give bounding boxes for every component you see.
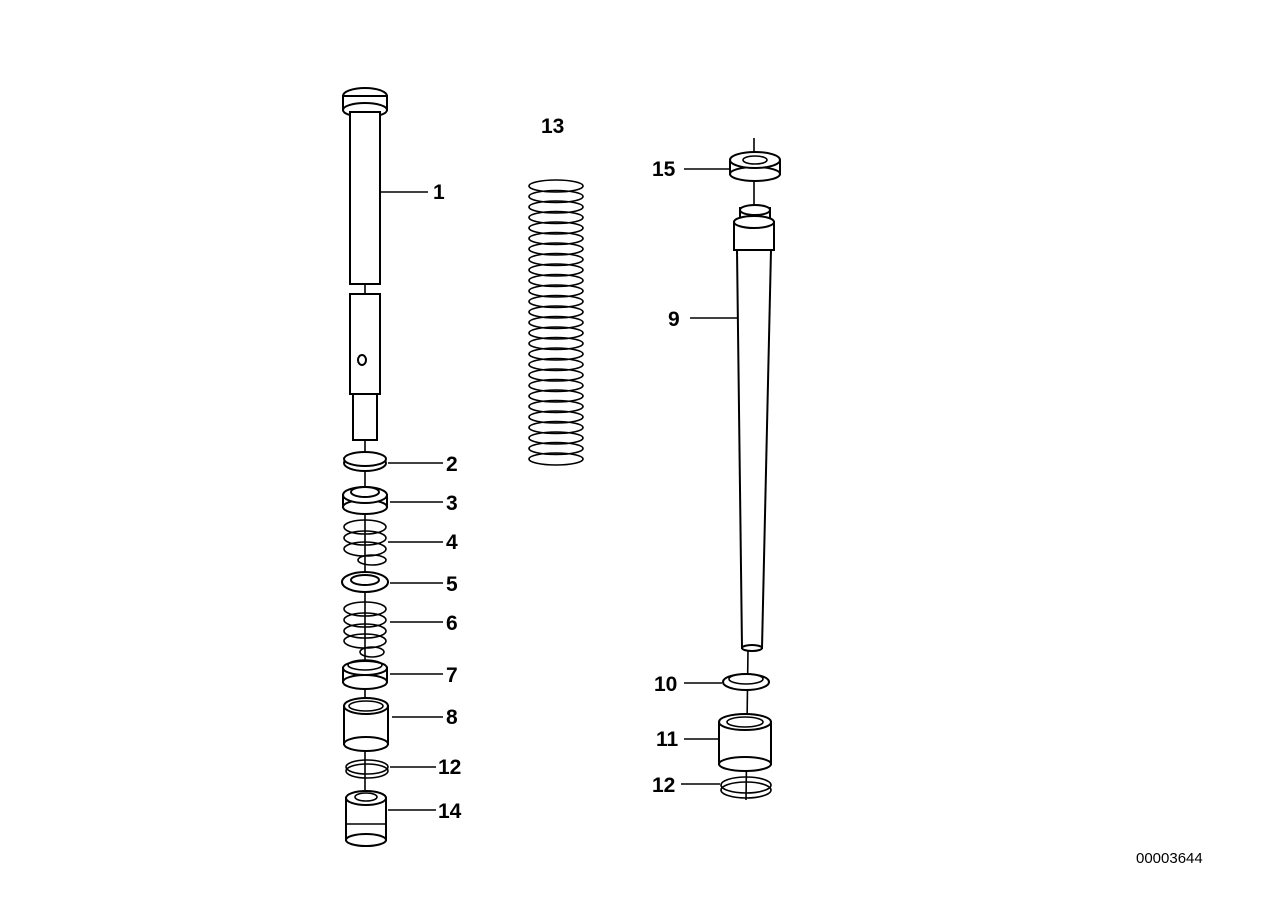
part-14-damper <box>345 790 387 847</box>
callout-6: 6 <box>446 612 458 635</box>
spring-coil <box>528 284 584 298</box>
spring-coil <box>528 441 584 456</box>
spring-coil <box>528 294 584 309</box>
callout-15: 15 <box>652 158 676 181</box>
spring-coil <box>528 252 584 267</box>
part-2-ring <box>343 451 387 472</box>
diagram-code: 00003644 <box>1136 850 1203 867</box>
part-4-spring <box>343 519 387 566</box>
leader-lines <box>380 168 738 811</box>
spring-coil <box>528 231 584 246</box>
callout-10: 10 <box>654 673 677 696</box>
callout-8: 8 <box>446 706 458 729</box>
part-5-washer <box>341 571 389 593</box>
callout-9: 9 <box>668 308 680 331</box>
spring-coil <box>528 420 584 435</box>
callout-5: 5 <box>446 573 458 596</box>
spring-coil <box>528 378 584 393</box>
part-9-damper-tube <box>733 204 775 801</box>
spring-coil <box>528 210 584 225</box>
spring-coil <box>528 452 584 466</box>
spring-coil <box>528 242 584 256</box>
callout-7: 7 <box>446 664 458 687</box>
spring-coil <box>528 326 584 340</box>
callout-2: 2 <box>446 453 458 476</box>
spring-coil <box>528 410 584 424</box>
spring-coil <box>528 315 584 330</box>
spring-coil <box>528 357 584 372</box>
part-12-circlip-left <box>345 759 389 779</box>
callout-3: 3 <box>446 492 458 515</box>
part-12-circlip-right <box>720 776 772 799</box>
callout-12-left: 12 <box>438 756 461 779</box>
spring-coil <box>528 368 584 382</box>
spring-coil <box>528 431 584 445</box>
spring-coil <box>528 389 584 403</box>
part-13-main-spring <box>528 179 584 466</box>
callout-12-right: 12 <box>652 774 675 797</box>
part-7-bushing <box>342 659 388 690</box>
callout-13: 13 <box>541 115 564 138</box>
spring-coil <box>528 179 584 193</box>
spring-coil <box>528 336 584 351</box>
callout-14: 14 <box>438 800 462 823</box>
part-8-sleeve <box>343 697 389 752</box>
callout-11: 11 <box>656 728 679 751</box>
spring-coil <box>528 273 584 288</box>
spring-coil <box>528 189 584 204</box>
part-15-nut <box>729 138 781 222</box>
part-6-spring <box>343 601 387 658</box>
part-3-cap <box>342 486 388 515</box>
spring-coil <box>528 347 584 361</box>
spring-coil <box>528 305 584 319</box>
callout-1: 1 <box>433 181 445 204</box>
callout-4: 4 <box>446 531 458 554</box>
spring-coil <box>528 221 584 235</box>
spring-coil <box>528 200 584 214</box>
part-11-sleeve <box>718 713 772 772</box>
spring-coil <box>528 263 584 277</box>
part-10-seal-ring <box>722 673 770 691</box>
spring-coil <box>528 399 584 414</box>
